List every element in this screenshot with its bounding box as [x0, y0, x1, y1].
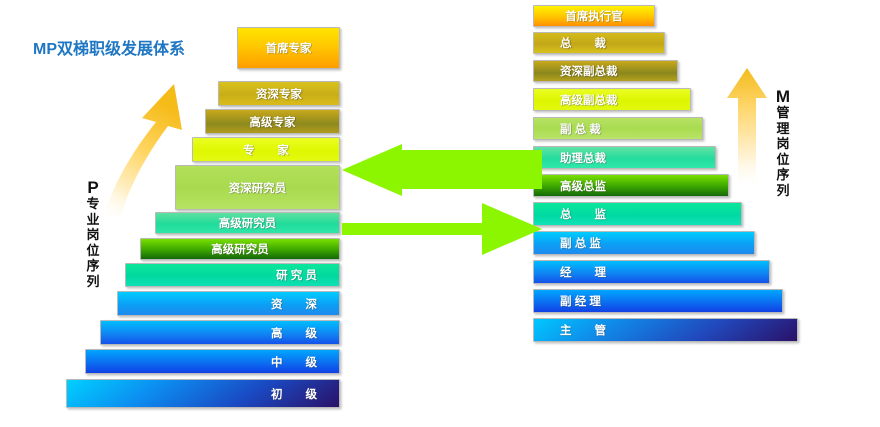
p-level-label: 资深研究员 — [228, 182, 287, 195]
p-level-label: 高级专家 — [249, 116, 296, 129]
m-level-bar[interactable]: 副 总 裁 — [533, 117, 703, 140]
p-level-bar[interactable]: 首席专家 — [237, 27, 340, 69]
m-level-label: 副 总 裁 — [560, 123, 601, 136]
p-level-bar[interactable]: 资深专家 — [218, 81, 340, 106]
p-level-label: 初 级 — [271, 388, 317, 401]
p-level-bar[interactable]: 专 家 — [192, 137, 340, 162]
m-level-bar[interactable]: 总 裁 — [533, 32, 665, 54]
p-series-code: P — [87, 178, 99, 197]
m-series-label: M 管 理 岗 位 序 列 — [772, 88, 794, 198]
m-level-label: 高级总监 — [560, 180, 606, 193]
p-level-bar[interactable]: 高级研究员 — [140, 238, 340, 260]
m-level-label: 主 管 — [560, 325, 606, 337]
p-level-label: 首席专家 — [265, 43, 312, 55]
m-level-label: 高级副总裁 — [560, 94, 618, 107]
m-level-bar[interactable]: 总 监 — [533, 202, 742, 226]
p-series-label: P 专 业 岗 位 序 列 — [82, 179, 104, 289]
p-level-label: 资 深 — [271, 298, 317, 311]
m-series-name: 管 理 岗 位 序 列 — [776, 105, 790, 198]
m-level-bar[interactable]: 资深副总裁 — [533, 60, 678, 82]
p-level-bar[interactable]: 研 究 员 — [125, 263, 340, 287]
m-level-bar[interactable]: 经 理 — [533, 260, 770, 284]
p-level-label: 研 究 员 — [276, 270, 317, 282]
m-level-bar[interactable]: 助理总裁 — [533, 146, 716, 169]
m-level-label: 总 监 — [560, 209, 606, 221]
page-title: MP双梯职级发展体系 — [33, 41, 186, 58]
m-level-bar[interactable]: 高级副总裁 — [533, 88, 691, 111]
p-level-label: 高级研究员 — [211, 244, 269, 256]
p-level-label: 中 级 — [271, 356, 317, 369]
gold-straight-arrow-up — [727, 68, 767, 190]
p-series-name: 专 业 岗 位 序 列 — [86, 196, 100, 289]
p-level-bar[interactable]: 中 级 — [85, 349, 340, 374]
green-arrow-left — [342, 144, 542, 196]
m-series-code: M — [775, 87, 791, 106]
p-level-bar[interactable]: 高级专家 — [205, 109, 340, 134]
m-level-bar[interactable]: 副 总 监 — [533, 231, 755, 255]
m-level-label: 首席执行官 — [565, 11, 623, 23]
m-level-bar[interactable]: 主 管 — [533, 318, 798, 342]
m-level-bar[interactable]: 高级总监 — [533, 174, 729, 197]
gold-curved-arrow-up — [98, 82, 198, 218]
p-level-bar[interactable]: 高级研究员 — [155, 212, 340, 234]
m-level-label: 资深副总裁 — [560, 66, 618, 78]
m-level-label: 经 理 — [560, 267, 606, 279]
p-level-label: 高级研究员 — [218, 218, 277, 230]
m-level-label: 总 裁 — [560, 38, 606, 50]
m-level-label: 副 总 监 — [560, 238, 601, 250]
p-level-label: 高 级 — [271, 327, 317, 340]
p-level-bar[interactable]: 资 深 — [117, 291, 340, 316]
p-level-label: 资深专家 — [256, 88, 302, 101]
p-level-bar[interactable]: 初 级 — [66, 379, 340, 408]
m-level-label: 副 经 理 — [560, 296, 601, 308]
m-level-bar[interactable]: 副 经 理 — [533, 289, 783, 313]
p-level-bar[interactable]: 高 级 — [100, 320, 340, 345]
m-level-bar[interactable]: 首席执行官 — [533, 5, 655, 27]
p-level-bar[interactable]: 资深研究员 — [175, 165, 340, 210]
p-level-label: 专 家 — [243, 144, 289, 157]
m-level-label: 助理总裁 — [560, 152, 606, 165]
green-arrow-right — [342, 203, 542, 255]
